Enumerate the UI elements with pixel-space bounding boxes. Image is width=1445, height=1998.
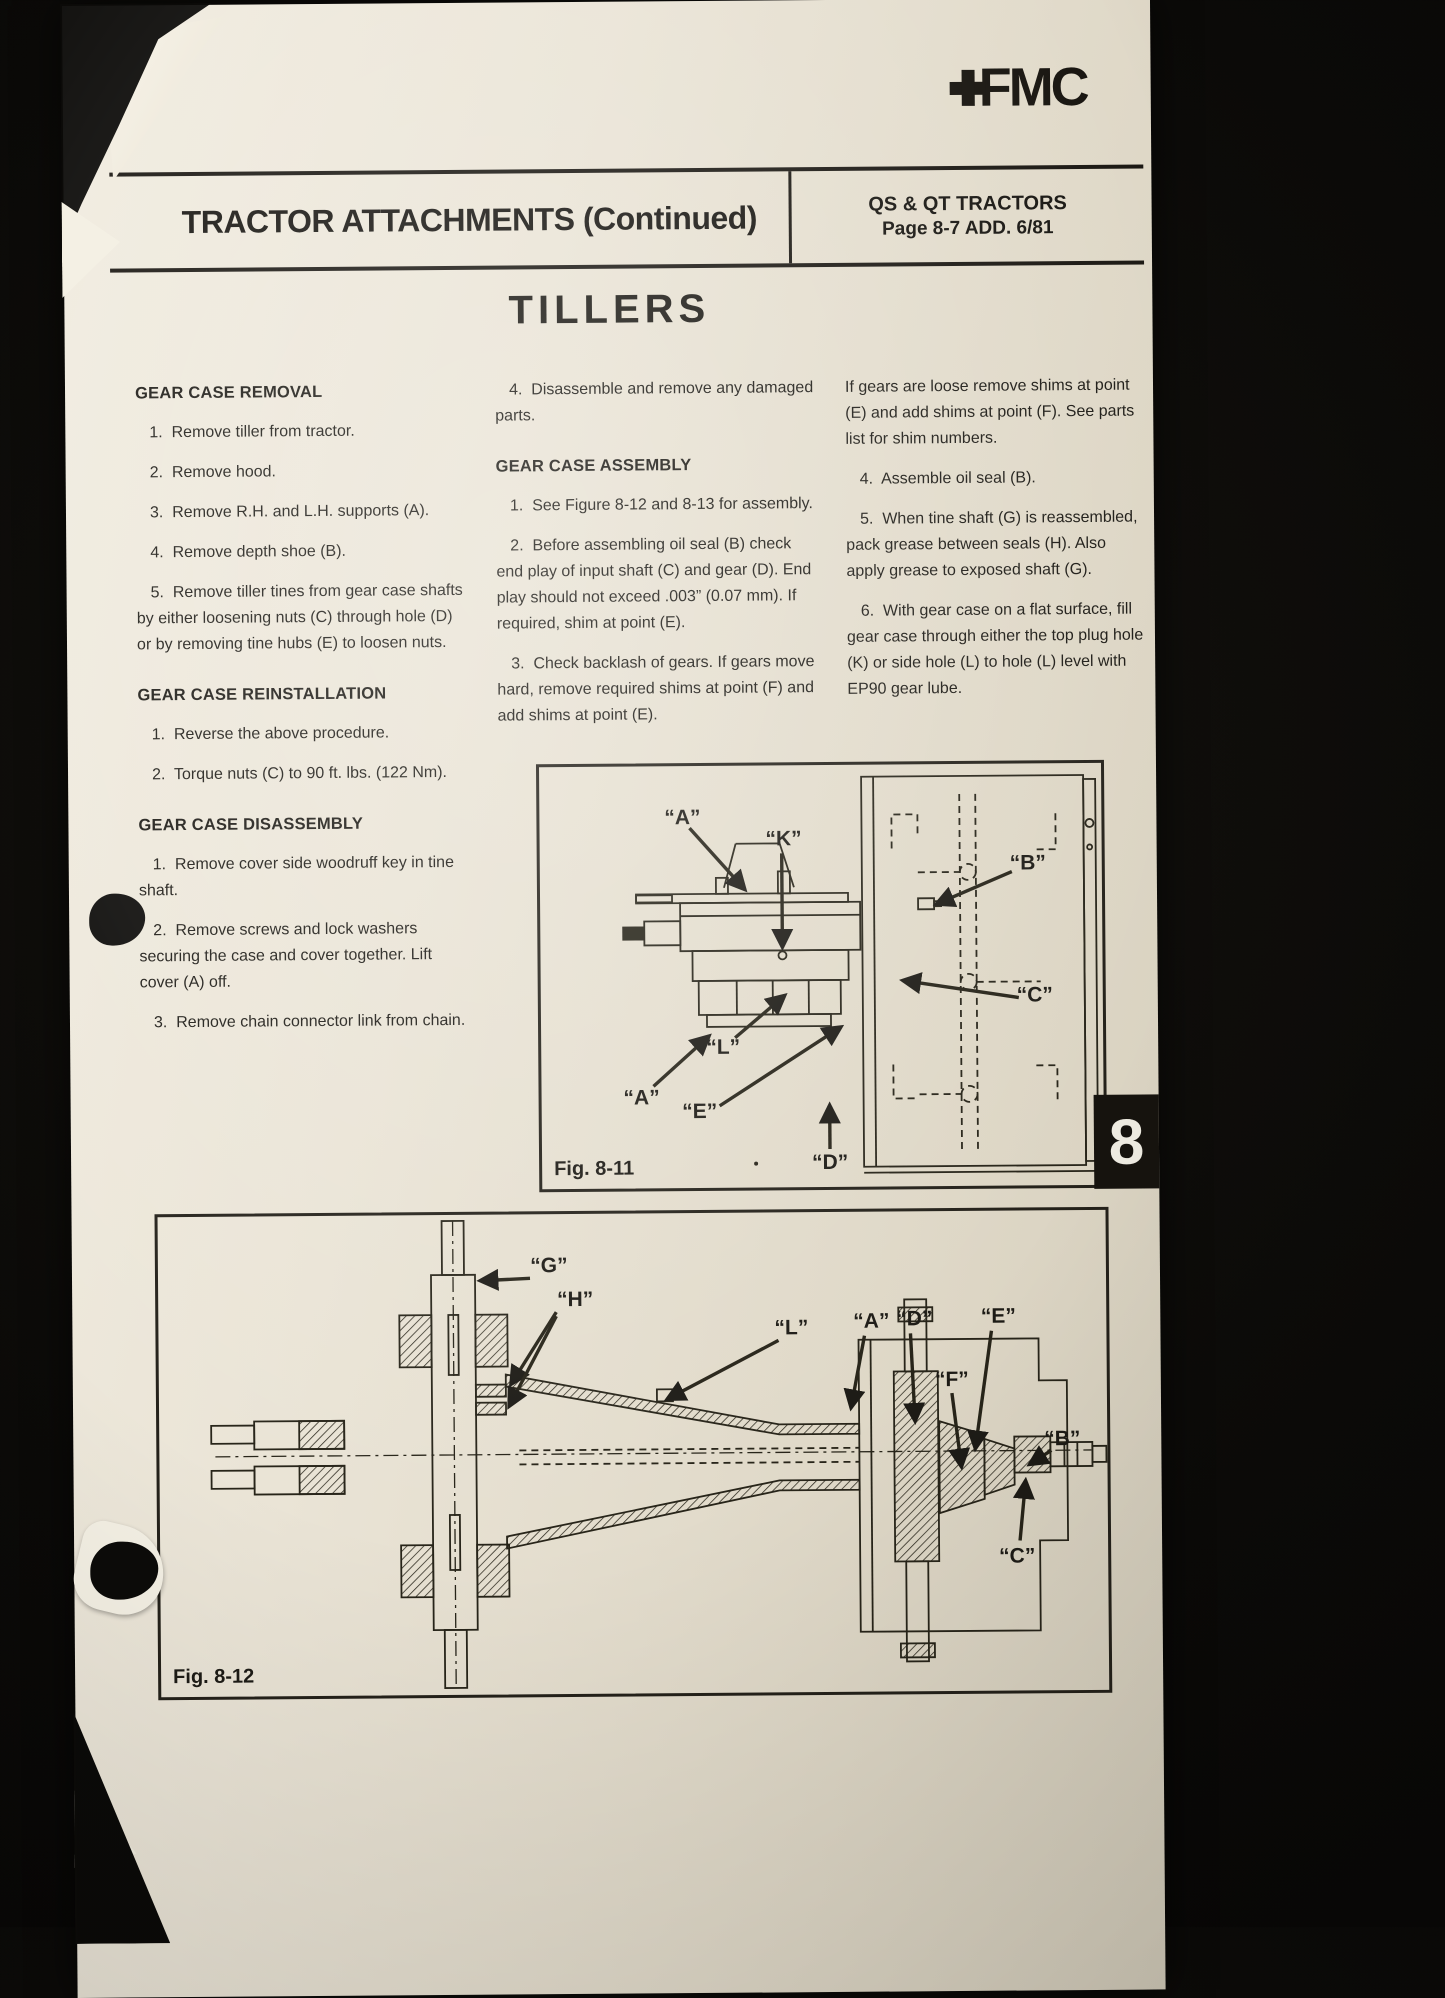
step: 1. Reverse the above procedure. xyxy=(138,720,470,749)
column-left: GEAR CASE REMOVAL 1. Remove tiller from … xyxy=(135,378,472,1051)
step: 1. Remove tiller from tractor. xyxy=(135,418,467,447)
step: 5. Remove tiller tines from gear case sh… xyxy=(137,578,470,659)
heading-gear-case-disassembly: GEAR CASE DISASSEMBLY xyxy=(138,810,470,839)
fmc-cross-icon xyxy=(950,70,986,106)
step: 4. Assemble oil seal (B). xyxy=(846,464,1148,492)
step: 2. Remove screws and lock washers securi… xyxy=(139,916,472,997)
fig811-label-c: “C” xyxy=(1017,983,1053,1006)
step: 3. Check backlash of gears. If gears mov… xyxy=(497,649,822,730)
fig812-label-b: “B” xyxy=(1044,1427,1080,1450)
figure-8-12: “G” “H” “L” “A” “D” “E” “F” “B” “C” Fig.… xyxy=(154,1207,1112,1700)
page-title: TRACTOR ATTACHMENTS (Continued) xyxy=(182,199,757,241)
fig811-label-l: “L” xyxy=(706,1036,740,1059)
figure-8-12-caption: Fig. 8-12 xyxy=(173,1666,254,1690)
figure-8-11: “A” “K” “B” “C” “L” “A” “E” “D” Fig. 8-1… xyxy=(536,760,1107,1192)
step: 4. Remove depth shoe (B). xyxy=(136,538,468,567)
figure-8-11-caption: Fig. 8-11 xyxy=(554,1158,634,1182)
fig811-label-a-top: “A” xyxy=(664,806,700,829)
fmc-logo-text: FMC xyxy=(978,60,1086,115)
step: 2. Remove hood. xyxy=(136,458,468,487)
step: 2. Torque nuts (C) to 90 ft. lbs. (122 N… xyxy=(138,760,470,789)
torn-corner-bottom-left xyxy=(73,1711,170,1944)
figure-8-11-drawing: “A” “K” “B” “C” “L” “A” “E” “D” xyxy=(539,763,1104,1189)
heading-gear-case-removal: GEAR CASE REMOVAL xyxy=(135,378,467,407)
fig811-label-e: “E” xyxy=(682,1100,717,1123)
chapter-tab: 8 xyxy=(1094,1094,1160,1189)
step: 1. Remove cover side woodruff key in tin… xyxy=(139,850,471,905)
step: 1. See Figure 8-12 and 8-13 for assembly… xyxy=(496,491,820,520)
step: 5. When tine shaft (G) is reassembled, p… xyxy=(846,504,1149,584)
heading-gear-case-assembly: GEAR CASE ASSEMBLY xyxy=(496,451,820,480)
fig811-label-b: “B” xyxy=(1010,851,1046,874)
fig811-label-k: “K” xyxy=(765,827,801,850)
fig812-label-c: “C” xyxy=(999,1544,1035,1567)
header-page-ref: Page 8-7 ADD. 6/81 xyxy=(882,217,1054,240)
fig811-label-a-bottom: “A” xyxy=(623,1086,659,1109)
fig812-label-d: “D” xyxy=(896,1307,932,1330)
step: 4. Disassemble and remove any damaged pa… xyxy=(495,375,819,430)
fig812-label-f: “F” xyxy=(935,1368,969,1391)
fig812-label-e: “E” xyxy=(981,1305,1016,1328)
step: 2. Before assembling oil seal (B) check … xyxy=(496,531,821,638)
step: 3. Remove chain connector link from chai… xyxy=(140,1008,472,1037)
figure-8-12-drawing: “G” “H” “L” “A” “D” “E” “F” “B” “C” xyxy=(158,1210,1110,1697)
section-title: TILLERS xyxy=(109,284,1109,337)
fig811-label-d: “D” xyxy=(812,1151,848,1174)
page-header: TRACTOR ATTACHMENTS (Continued) QS & QT … xyxy=(109,165,1144,273)
punch-hole-top xyxy=(89,893,145,945)
header-model: QS & QT TRACTORS xyxy=(868,192,1067,217)
fmc-logo: FMC xyxy=(949,60,1086,115)
heading-gear-case-reinstallation: GEAR CASE REINSTALLATION xyxy=(137,680,469,709)
fig812-label-l: “L” xyxy=(774,1316,808,1339)
step: 3. Remove R.H. and L.H. supports (A). xyxy=(136,498,468,527)
step: 6. With gear case on a flat surface, fil… xyxy=(847,596,1150,702)
page-header-right: QS & QT TRACTORS Page 8-7 ADD. 6/81 xyxy=(788,169,1144,264)
fig812-label-a: “A” xyxy=(853,1310,889,1333)
fig812-label-h: “H” xyxy=(557,1288,593,1311)
page-header-left: TRACTOR ATTACHMENTS (Continued) xyxy=(109,171,789,268)
continuation-paragraph: If gears are loose remove shims at point… xyxy=(845,372,1148,452)
fig812-label-g: “G” xyxy=(530,1254,568,1277)
manual-page: FMC TRACTOR ATTACHMENTS (Continued) QS &… xyxy=(62,0,1166,1998)
